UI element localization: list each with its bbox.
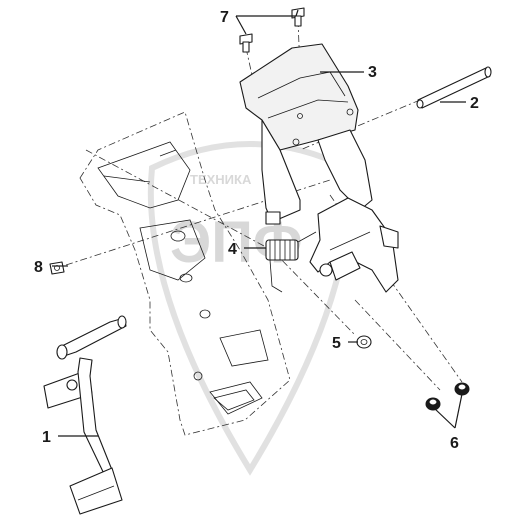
callout-8: 8 [34, 259, 43, 276]
callouts: 7 3 2 4 8 5 1 6 [34, 9, 479, 452]
pivot-shaft-part-2 [416, 66, 492, 109]
leader-lines [52, 9, 466, 437]
bulkhead-panel [79, 111, 291, 436]
callout-7: 7 [220, 9, 229, 26]
bushing-part-5 [356, 335, 372, 349]
return-spring-part-4 [265, 231, 317, 293]
pedal-bracket-part-3 [239, 43, 373, 225]
callout-5: 5 [332, 335, 341, 352]
callout-6: 6 [450, 435, 459, 452]
clip-part-8 [49, 261, 65, 275]
callout-1: 1 [42, 429, 51, 446]
callout-4: 4 [228, 241, 237, 258]
callout-3: 3 [368, 64, 377, 81]
nut-part-6 [425, 382, 470, 411]
bolt-part-7 [239, 7, 305, 53]
watermark-brand-text: ТЕХНИКА [190, 172, 252, 187]
pedal-lever-part-1 [43, 315, 127, 515]
pedal-arm-assembly [309, 197, 399, 293]
callout-2: 2 [470, 95, 479, 112]
